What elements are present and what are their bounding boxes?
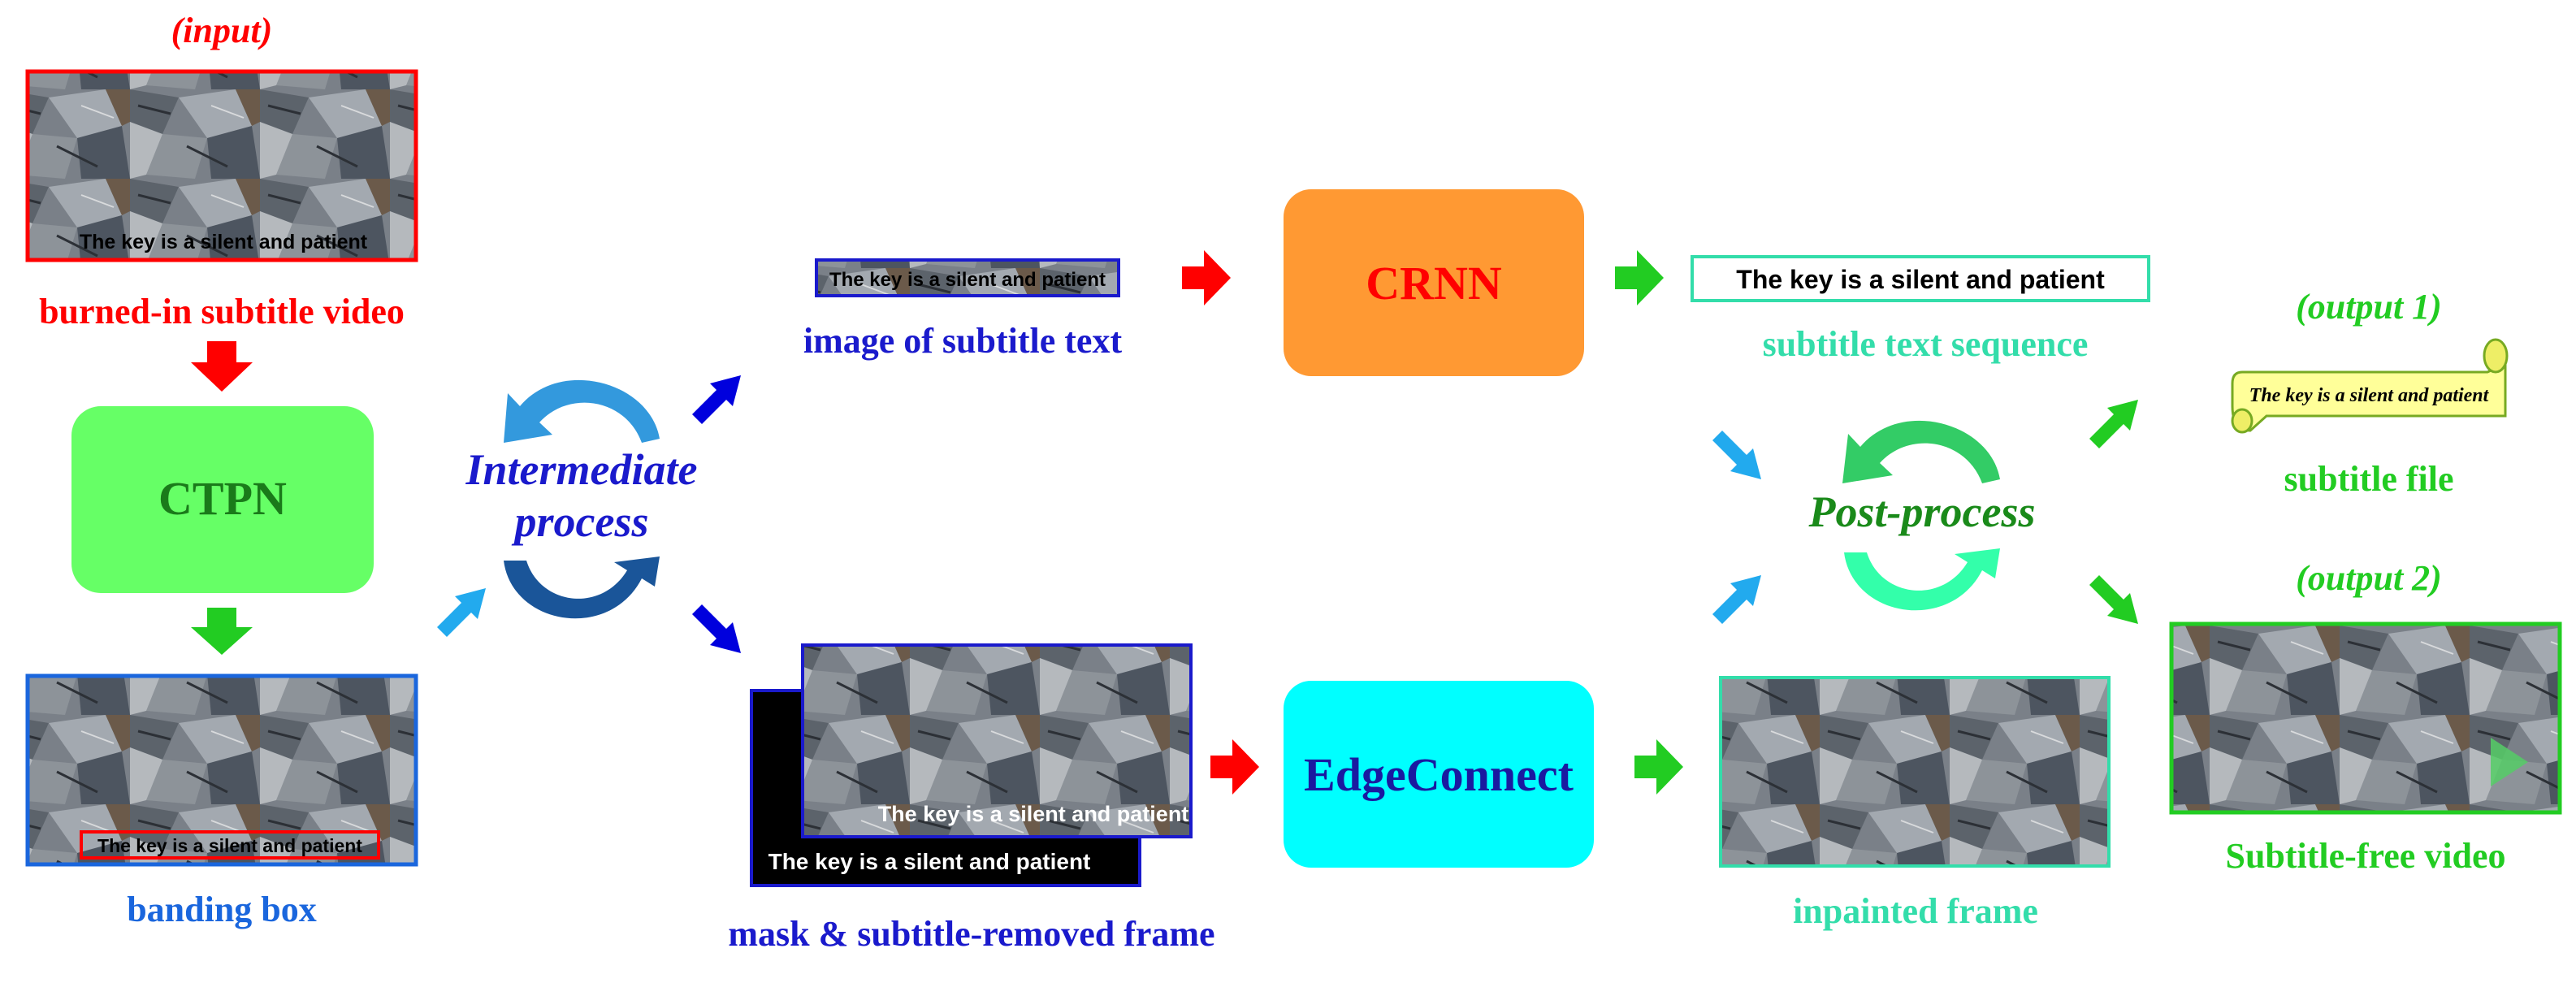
mask-subtitle-text: The key is a silent and patient <box>768 849 1091 874</box>
post-cycle-arrow-top <box>1842 420 2000 483</box>
image-of-subtitle-text-label: image of subtitle text <box>803 321 1123 361</box>
arrow-to-mask-frame <box>692 604 741 653</box>
ctpn-node: CTPN <box>71 406 374 593</box>
intermediate-cycle-arrow-bottom <box>504 556 660 619</box>
play-icon <box>2491 738 2528 786</box>
arrow-to-inpainted <box>1634 739 1683 795</box>
burned-in-video-label: burned-in subtitle video <box>39 292 405 331</box>
output2-label: (output 2) <box>2296 558 2442 598</box>
arrow-down-green <box>191 608 253 655</box>
arrow-to-crnn <box>1182 250 1231 305</box>
subtitle-image-strip: The key is a silent and patient <box>815 258 1120 297</box>
input-video-frame: The key is a silent and patient <box>25 69 418 262</box>
output1-label: (output 1) <box>2296 287 2442 327</box>
post-process-label: Post-process <box>1808 487 2036 536</box>
subtitle-file-scroll: The key is a silent and patient <box>2231 338 2509 434</box>
intermediate-label-line2: process <box>512 497 649 546</box>
arrow-down-red <box>191 341 253 392</box>
arrow-to-output2 <box>2089 575 2138 624</box>
arrow-to-subtitle-image <box>692 375 741 424</box>
mask-frame-stack: The key is a silent and patient The key … <box>750 643 1193 887</box>
banding-subtitle-text: The key is a silent and patient <box>97 835 362 856</box>
crnn-label: CRNN <box>1366 257 1502 310</box>
arrow-to-intermediate <box>437 588 486 637</box>
text-sequence-box: The key is a silent and patient <box>1691 255 2150 302</box>
inpainted-frame-label: inpainted frame <box>1793 891 2038 931</box>
edgeconnect-label: EdgeConnect <box>1304 748 1574 801</box>
banding-box-label: banding box <box>127 890 317 929</box>
subtitle-file-text: The key is a silent and patient <box>2249 385 2490 406</box>
input-burned-subtitle-text: The key is a silent and patient <box>80 231 368 253</box>
removed-frame-subtitle-text: The key is a silent and patient <box>878 802 1189 826</box>
inpainted-frame <box>1719 676 2111 868</box>
input-label: (input) <box>171 11 273 50</box>
arrow-text-to-post <box>1712 431 1761 479</box>
subtitle-file-label: subtitle file <box>2284 459 2454 499</box>
post-cycle-arrow-bottom <box>1844 548 2000 611</box>
crnn-node: CRNN <box>1284 189 1584 376</box>
arrow-to-text-sequence <box>1615 250 1664 305</box>
edgeconnect-node: EdgeConnect <box>1284 681 1594 868</box>
subtitle-free-video-frame <box>2169 621 2562 815</box>
subtitle-text-sequence-label: subtitle text sequence <box>1763 324 2089 364</box>
text-sequence-value: The key is a silent and patient <box>1736 265 2105 294</box>
intermediate-cycle-arrow-top <box>504 379 660 443</box>
banding-box-frame: The key is a silent and patient <box>25 673 418 867</box>
arrow-to-output1 <box>2089 400 2138 448</box>
mask-frame-label: mask & subtitle-removed frame <box>728 914 1214 954</box>
ctpn-label: CTPN <box>158 472 287 525</box>
intermediate-label-line1: Intermediate <box>465 445 698 494</box>
subtitle-image-text: The key is a silent and patient <box>829 269 1106 291</box>
subtitle-free-video-label: Subtitle-free video <box>2225 836 2505 876</box>
arrow-frame-to-post <box>1712 575 1761 624</box>
arrow-to-edgeconnect <box>1210 739 1259 795</box>
